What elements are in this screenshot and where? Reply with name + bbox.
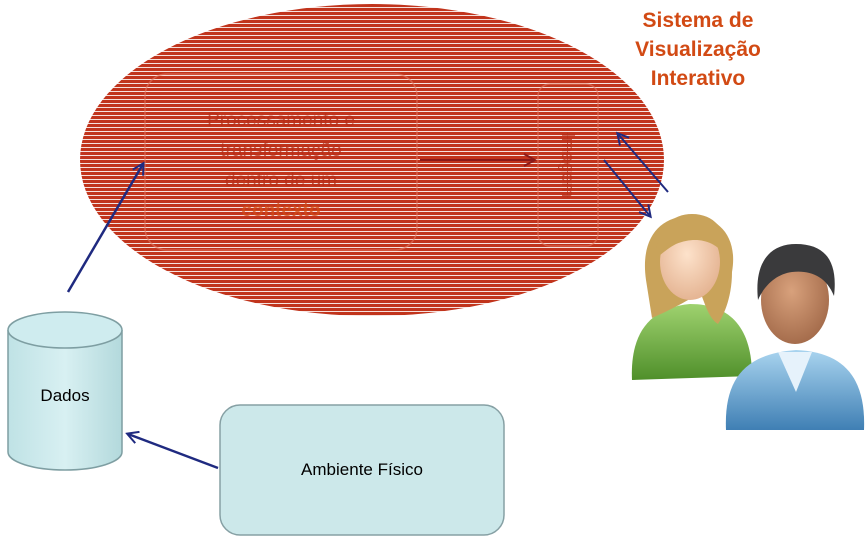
- system-title-line-2: Visualização: [635, 38, 761, 61]
- system-title-line-3: Interativo: [650, 67, 746, 90]
- environment-box: [219, 404, 505, 536]
- process-text-line-4: contexto: [241, 200, 321, 221]
- image-label: Imagem: [558, 132, 578, 198]
- user-to-image-arrow: [618, 134, 669, 193]
- system-title-line-1: Sistema de: [642, 9, 754, 32]
- environment-to-data-arrow: [128, 434, 219, 470]
- system-ellipse: [80, 4, 664, 316]
- process-text-line-2: transformação: [220, 140, 342, 161]
- process-box: [144, 73, 418, 251]
- data-to-process-arrow: [66, 164, 143, 293]
- data-store-label: Dados: [40, 386, 90, 405]
- image-box: [537, 83, 599, 247]
- image-to-user-arrow: [603, 159, 650, 216]
- environment-label: Ambiente Físico: [301, 460, 423, 479]
- process-text-line-3: dentro de um: [225, 170, 337, 191]
- data-store-cylinder: [7, 311, 123, 471]
- process-text-line-1: Processamento e: [207, 110, 355, 131]
- users-icon: [631, 214, 865, 430]
